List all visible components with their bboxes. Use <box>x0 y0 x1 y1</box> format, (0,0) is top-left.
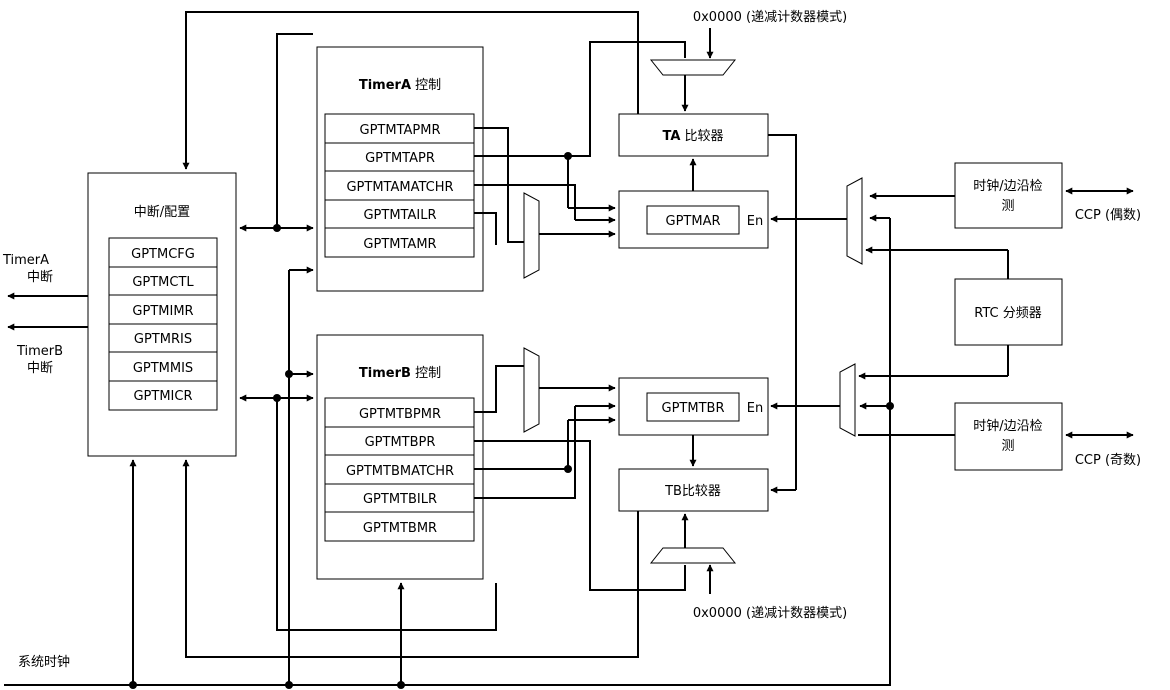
gptmar-enable: En <box>747 214 763 229</box>
interrupt-config-title: 中断/配置 <box>134 205 190 220</box>
rtc-divider: RTC 分频器 <box>954 278 1063 346</box>
timerb-interrupt-name: TimerB <box>16 344 63 359</box>
mux-top <box>649 59 737 76</box>
ccp-odd-label: CCP (奇数) <box>1075 452 1141 468</box>
svg-text:TB比较器: TB比较器 <box>664 484 721 499</box>
ccp-even-label: CCP (偶数) <box>1075 208 1141 223</box>
timera-register-wiring <box>474 41 697 245</box>
timerb-control-title: TimerB 控制 <box>359 366 441 381</box>
register-gptmicr: GPTMICR <box>133 389 192 404</box>
register-gptmtbilr: GPTMTBILR <box>363 492 437 507</box>
register-gptmcfg: GPTMCFG <box>131 247 195 262</box>
bottom-mode-label: 0x0000 (递减计数器模式) <box>693 606 847 621</box>
mux-clock-a <box>846 177 863 265</box>
timera-interrupt-name: TimerA <box>2 253 49 268</box>
svg-text:时钟/边沿检: 时钟/边沿检 <box>973 418 1042 434</box>
gptmar-label: GPTMAR <box>666 214 721 229</box>
register-gptmctl: GPTMCTL <box>132 275 194 290</box>
mux-bottom <box>649 547 737 564</box>
tb-comparator: TB比较器 <box>618 468 769 512</box>
gptmtbr-counter: GPTMTBR En <box>618 377 769 436</box>
top-mode-label: 0x0000 (递减计数器模式) <box>693 10 847 25</box>
mux-clock-b <box>839 363 856 437</box>
register-gptmtapr: GPTMTAPR <box>365 151 435 166</box>
svg-text:RTC 分频器: RTC 分频器 <box>974 306 1041 321</box>
gptmar-counter: GPTMAR En <box>618 190 769 249</box>
svg-text:测: 测 <box>1001 439 1014 454</box>
register-gptmtapmr: GPTMTAPMR <box>360 123 441 138</box>
timera-control-block: TimerA 控制 GPTMTAPMR GPTMTAPR GPTMTAMATCH… <box>316 46 484 292</box>
system-clock-bus <box>4 214 894 689</box>
register-gptmtbmatchr: GPTMTBMATCHR <box>346 464 454 479</box>
timerb-interrupt-sub: 中断 <box>27 361 53 376</box>
svg-text:TA 比较器: TA 比较器 <box>662 129 723 144</box>
register-gptmtbmr: GPTMTBMR <box>363 521 437 536</box>
register-gptmimr: GPTMIMR <box>132 304 193 319</box>
svg-text:时钟/边沿检: 时钟/边沿检 <box>973 178 1042 194</box>
register-gptmtamatchr: GPTMTAMATCHR <box>346 180 453 195</box>
wire-interrupt-to-timers <box>276 33 497 631</box>
ta-comparator: TA 比较器 <box>618 113 769 157</box>
gptmtbr-label: GPTMTBR <box>662 401 725 416</box>
interrupt-config-block: 中断/配置 GPTMCFG GPTMCTL GPTMIMR GPTMRIS GP… <box>87 172 237 457</box>
register-gptmtamr: GPTMTAMR <box>363 237 436 252</box>
register-gptmtbpr: GPTMTBPR <box>365 435 436 450</box>
svg-text:测: 测 <box>1001 199 1014 214</box>
timerb-control-block: TimerB 控制 GPTMTBPMR GPTMTBPR GPTMTBMATCH… <box>316 334 484 580</box>
clock-edge-detect-odd: 时钟/边沿检 测 <box>954 402 1063 471</box>
clock-edge-detect-even: 时钟/边沿检 测 <box>954 162 1063 229</box>
wire-ta-compare-to-interrupt <box>182 11 639 170</box>
right-side-wiring <box>768 134 1009 494</box>
system-clock-label: 系统时钟 <box>18 654 70 670</box>
mux-timera <box>523 192 540 279</box>
mux-timerb <box>523 347 540 433</box>
register-gptmmis: GPTMMIS <box>133 361 193 376</box>
timera-interrupt-sub: 中断 <box>27 270 53 285</box>
timerb-register-wiring <box>474 365 697 591</box>
gptmtbr-enable: En <box>747 401 763 416</box>
wire-tb-compare-to-interrupt <box>182 459 639 658</box>
register-gptmtbpmr: GPTMTBPMR <box>359 407 441 422</box>
interrupt-register-list: GPTMCFG GPTMCTL GPTMIMR GPTMRIS GPTMMIS … <box>109 247 217 404</box>
register-gptmtailr: GPTMTAILR <box>363 208 436 223</box>
timera-control-title: TimerA 控制 <box>359 78 441 93</box>
register-gptmris: GPTMRIS <box>134 332 192 347</box>
